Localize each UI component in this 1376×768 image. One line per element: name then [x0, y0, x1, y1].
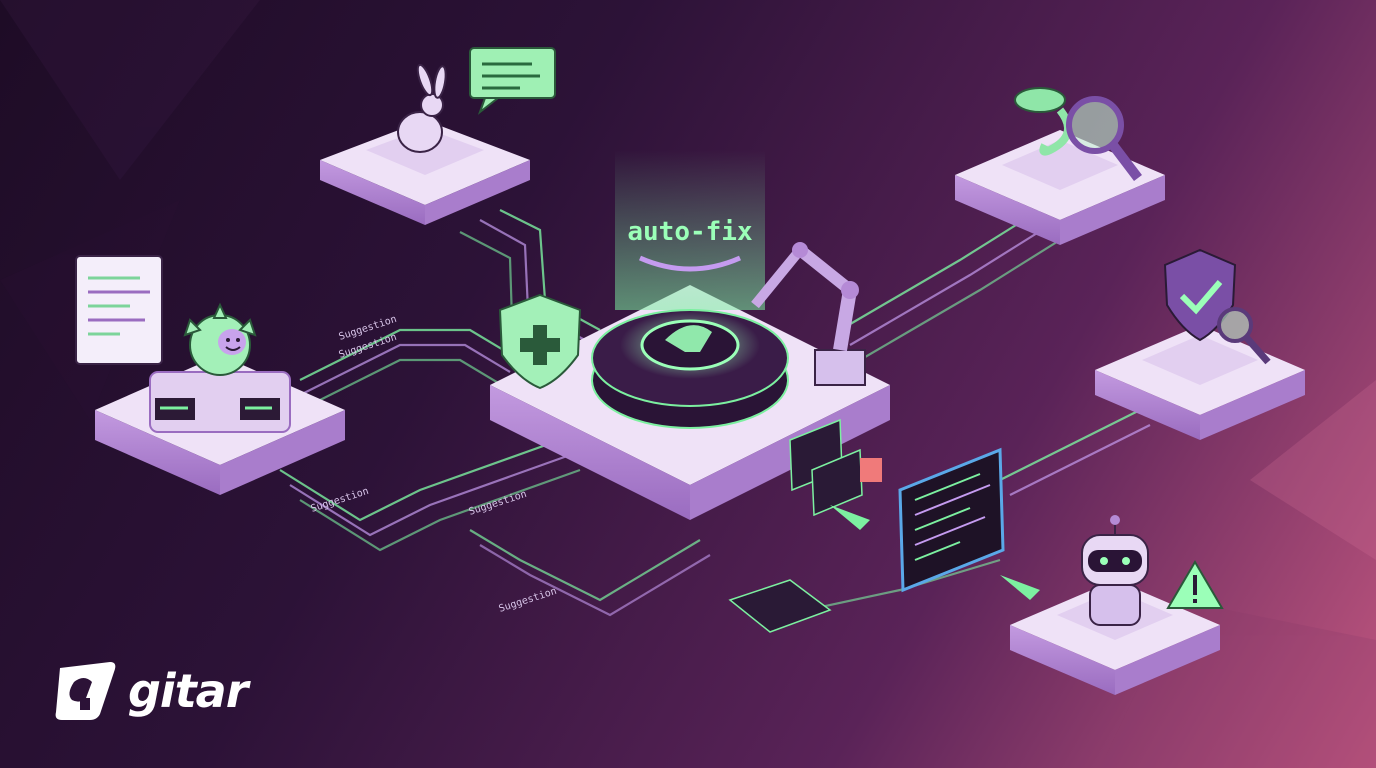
tile-rabbit: [320, 63, 530, 225]
brand-logo: gitar: [50, 658, 248, 724]
small-code-cards: [728, 418, 882, 633]
refresh-arrows-icon: [638, 255, 742, 272]
shield-check-icon: [1163, 248, 1271, 365]
connector-label: Suggestion: [498, 586, 559, 615]
connector-label: Suggestion: [468, 489, 529, 518]
gitar-hub-logo-icon: [665, 325, 712, 352]
shield-plus-icon: [498, 293, 582, 390]
central-hub: auto-fix: [490, 150, 890, 520]
code-panel-icon: [75, 255, 163, 365]
hub-auto-fix-label: auto-fix: [627, 217, 752, 247]
tile-shield: [1095, 325, 1305, 440]
code-window-icon: [898, 447, 1005, 593]
warning-icon: [1166, 560, 1224, 609]
tile-virus: [95, 355, 345, 495]
chat-bubble-icon: [469, 47, 556, 115]
robot-icon: [1081, 515, 1149, 626]
rabbit-icon: [397, 63, 447, 153]
magnifier-icon: [1066, 96, 1142, 182]
flow-arrows: [830, 505, 1040, 600]
virus-face-icon: [183, 302, 257, 376]
robot-arm-icon: [751, 242, 866, 386]
connector-label: Suggestion: [310, 486, 371, 515]
gitar-logo-icon: [55, 662, 116, 720]
brand-name: gitar: [128, 664, 248, 718]
